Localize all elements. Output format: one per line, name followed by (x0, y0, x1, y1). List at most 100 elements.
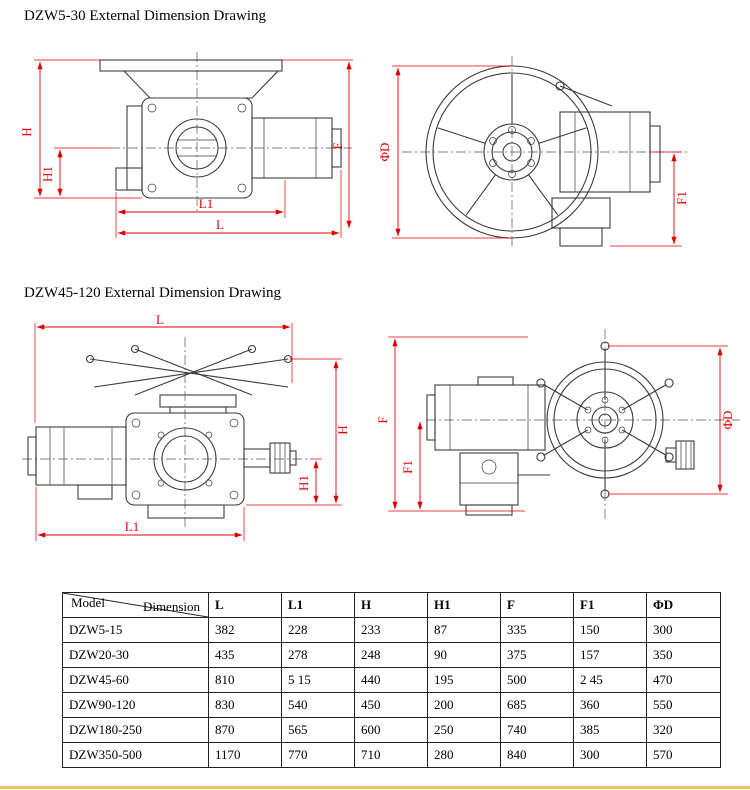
dimension-lines: ΦD F1 (377, 65, 689, 247)
column-header-F: F (500, 592, 574, 618)
value-cell: 435 (208, 642, 282, 668)
section1-title: DZW5-30 External Dimension Drawing (24, 8, 267, 24)
value-cell: 385 (573, 717, 647, 743)
value-cell: 570 (646, 742, 721, 768)
value-cell: 360 (573, 692, 647, 718)
value-cell: 470 (646, 667, 721, 693)
dim-H-label: H (20, 127, 34, 136)
column-header-H1: H1 (427, 592, 501, 618)
handwheel (536, 341, 674, 499)
dim-F-label: F (378, 416, 390, 423)
value-cell: 540 (281, 692, 355, 718)
dzw5-30-front-view-drawing: ΦD F1 (377, 56, 690, 248)
dzw45-120-rear-view-drawing: F F1 ΦD (378, 329, 740, 521)
value-cell: 320 (646, 717, 721, 743)
dim-phiD-label: ΦD (377, 143, 392, 162)
value-cell: 248 (354, 642, 428, 668)
value-cell: 280 (427, 742, 501, 768)
dim-L-label: L (156, 315, 164, 327)
value-cell: 200 (427, 692, 501, 718)
motor-body (551, 81, 661, 247)
value-cell: 770 (281, 742, 355, 768)
value-cell: 350 (646, 642, 721, 668)
actuator-body (99, 59, 342, 199)
value-cell: 335 (500, 617, 574, 643)
dim-L1-label: L1 (125, 519, 139, 534)
model-cell: DZW5-15 (62, 617, 209, 643)
model-cell: DZW350-500 (62, 742, 209, 768)
value-cell: 1170 (208, 742, 282, 768)
motor (426, 376, 546, 451)
table-row: DZW45-60 810 5 15 440 195 500 2 45 470 (62, 667, 721, 693)
dzw45-120-rear-view: F F1 ΦD (378, 315, 750, 560)
value-cell: 157 (573, 642, 647, 668)
dzw45-120-side-view-drawing: L H H1 L1 (22, 315, 350, 541)
model-cell: DZW180-250 (62, 717, 209, 743)
table-row: DZW5-15 382 228 233 87 335 150 300 (62, 617, 721, 643)
value-cell: 250 (427, 717, 501, 743)
value-cell: 685 (500, 692, 574, 718)
column-header-F1: F1 (573, 592, 647, 618)
dim-H1-label: H1 (40, 166, 55, 182)
value-cell: 233 (354, 617, 428, 643)
value-cell: 87 (427, 617, 501, 643)
value-cell: 228 (281, 617, 355, 643)
table-row: DZW90-120 830 540 450 200 685 360 550 (62, 692, 721, 718)
dim-F-label: F (330, 142, 345, 149)
value-cell: 870 (208, 717, 282, 743)
diagonal-divider (63, 593, 208, 617)
dim-L1-label: L1 (199, 196, 213, 211)
value-cell: 300 (573, 742, 647, 768)
dimension-lines: L H H1 L1 (34, 315, 350, 541)
value-cell: 600 (354, 717, 428, 743)
corner-label-dimension: Dimension (142, 599, 200, 614)
corner-label-model: Model (71, 595, 105, 610)
value-cell: 840 (500, 742, 574, 768)
model-cell: DZW45-60 (62, 667, 209, 693)
dimension-lines: H H1 L1 L F (20, 59, 353, 238)
value-cell: 440 (354, 667, 428, 693)
dzw5-30-front-view: ΦD F1 (360, 48, 745, 260)
dim-F1-label: F1 (400, 460, 415, 474)
column-header-L: L (208, 592, 282, 618)
dim-F1-label: F1 (674, 191, 689, 205)
page-bottom-divider (0, 786, 750, 789)
dim-H-label: H (335, 425, 350, 434)
handwheel (425, 65, 599, 239)
table-corner-cell: Dimension Model (62, 592, 209, 618)
value-cell: 382 (208, 617, 282, 643)
value-cell: 150 (573, 617, 647, 643)
dimension-table: Dimension Model L L1 H H1 F F1 ΦD DZW5-1… (62, 592, 721, 768)
value-cell: 90 (427, 642, 501, 668)
section2-title: DZW45-120 External Dimension Drawing (24, 285, 282, 301)
control-box (459, 452, 550, 516)
value-cell: 195 (427, 667, 501, 693)
model-cell: DZW90-120 (62, 692, 209, 718)
value-cell: 375 (500, 642, 574, 668)
value-cell: 300 (646, 617, 721, 643)
dim-L-label: L (216, 217, 224, 232)
dzw5-30-side-view: H H1 L1 L F (20, 50, 355, 255)
handwheel-knob (665, 440, 695, 470)
value-cell: 830 (208, 692, 282, 718)
handwheel-knob (243, 442, 297, 474)
lever-handles (85, 344, 293, 396)
table-row: DZW350-500 1170 770 710 280 840 300 570 (62, 742, 721, 768)
value-cell: 278 (281, 642, 355, 668)
table-row: DZW20-30 435 278 248 90 375 157 350 (62, 642, 721, 668)
value-cell: 450 (354, 692, 428, 718)
value-cell: 5 15 (281, 667, 355, 693)
value-cell: 500 (500, 667, 574, 693)
dim-H1-label: H1 (296, 475, 311, 491)
dzw45-120-side-view: L H H1 L1 (20, 315, 370, 560)
value-cell: 2 45 (573, 667, 647, 693)
table-header-row: Dimension Model L L1 H H1 F F1 ΦD (62, 592, 721, 618)
dimension-lines: F F1 ΦD (378, 336, 735, 512)
column-header-phiD: ΦD (646, 592, 721, 618)
column-header-L1: L1 (281, 592, 355, 618)
column-header-H: H (354, 592, 428, 618)
value-cell: 550 (646, 692, 721, 718)
table-row: DZW180-250 870 565 600 250 740 385 320 (62, 717, 721, 743)
value-cell: 810 (208, 667, 282, 693)
